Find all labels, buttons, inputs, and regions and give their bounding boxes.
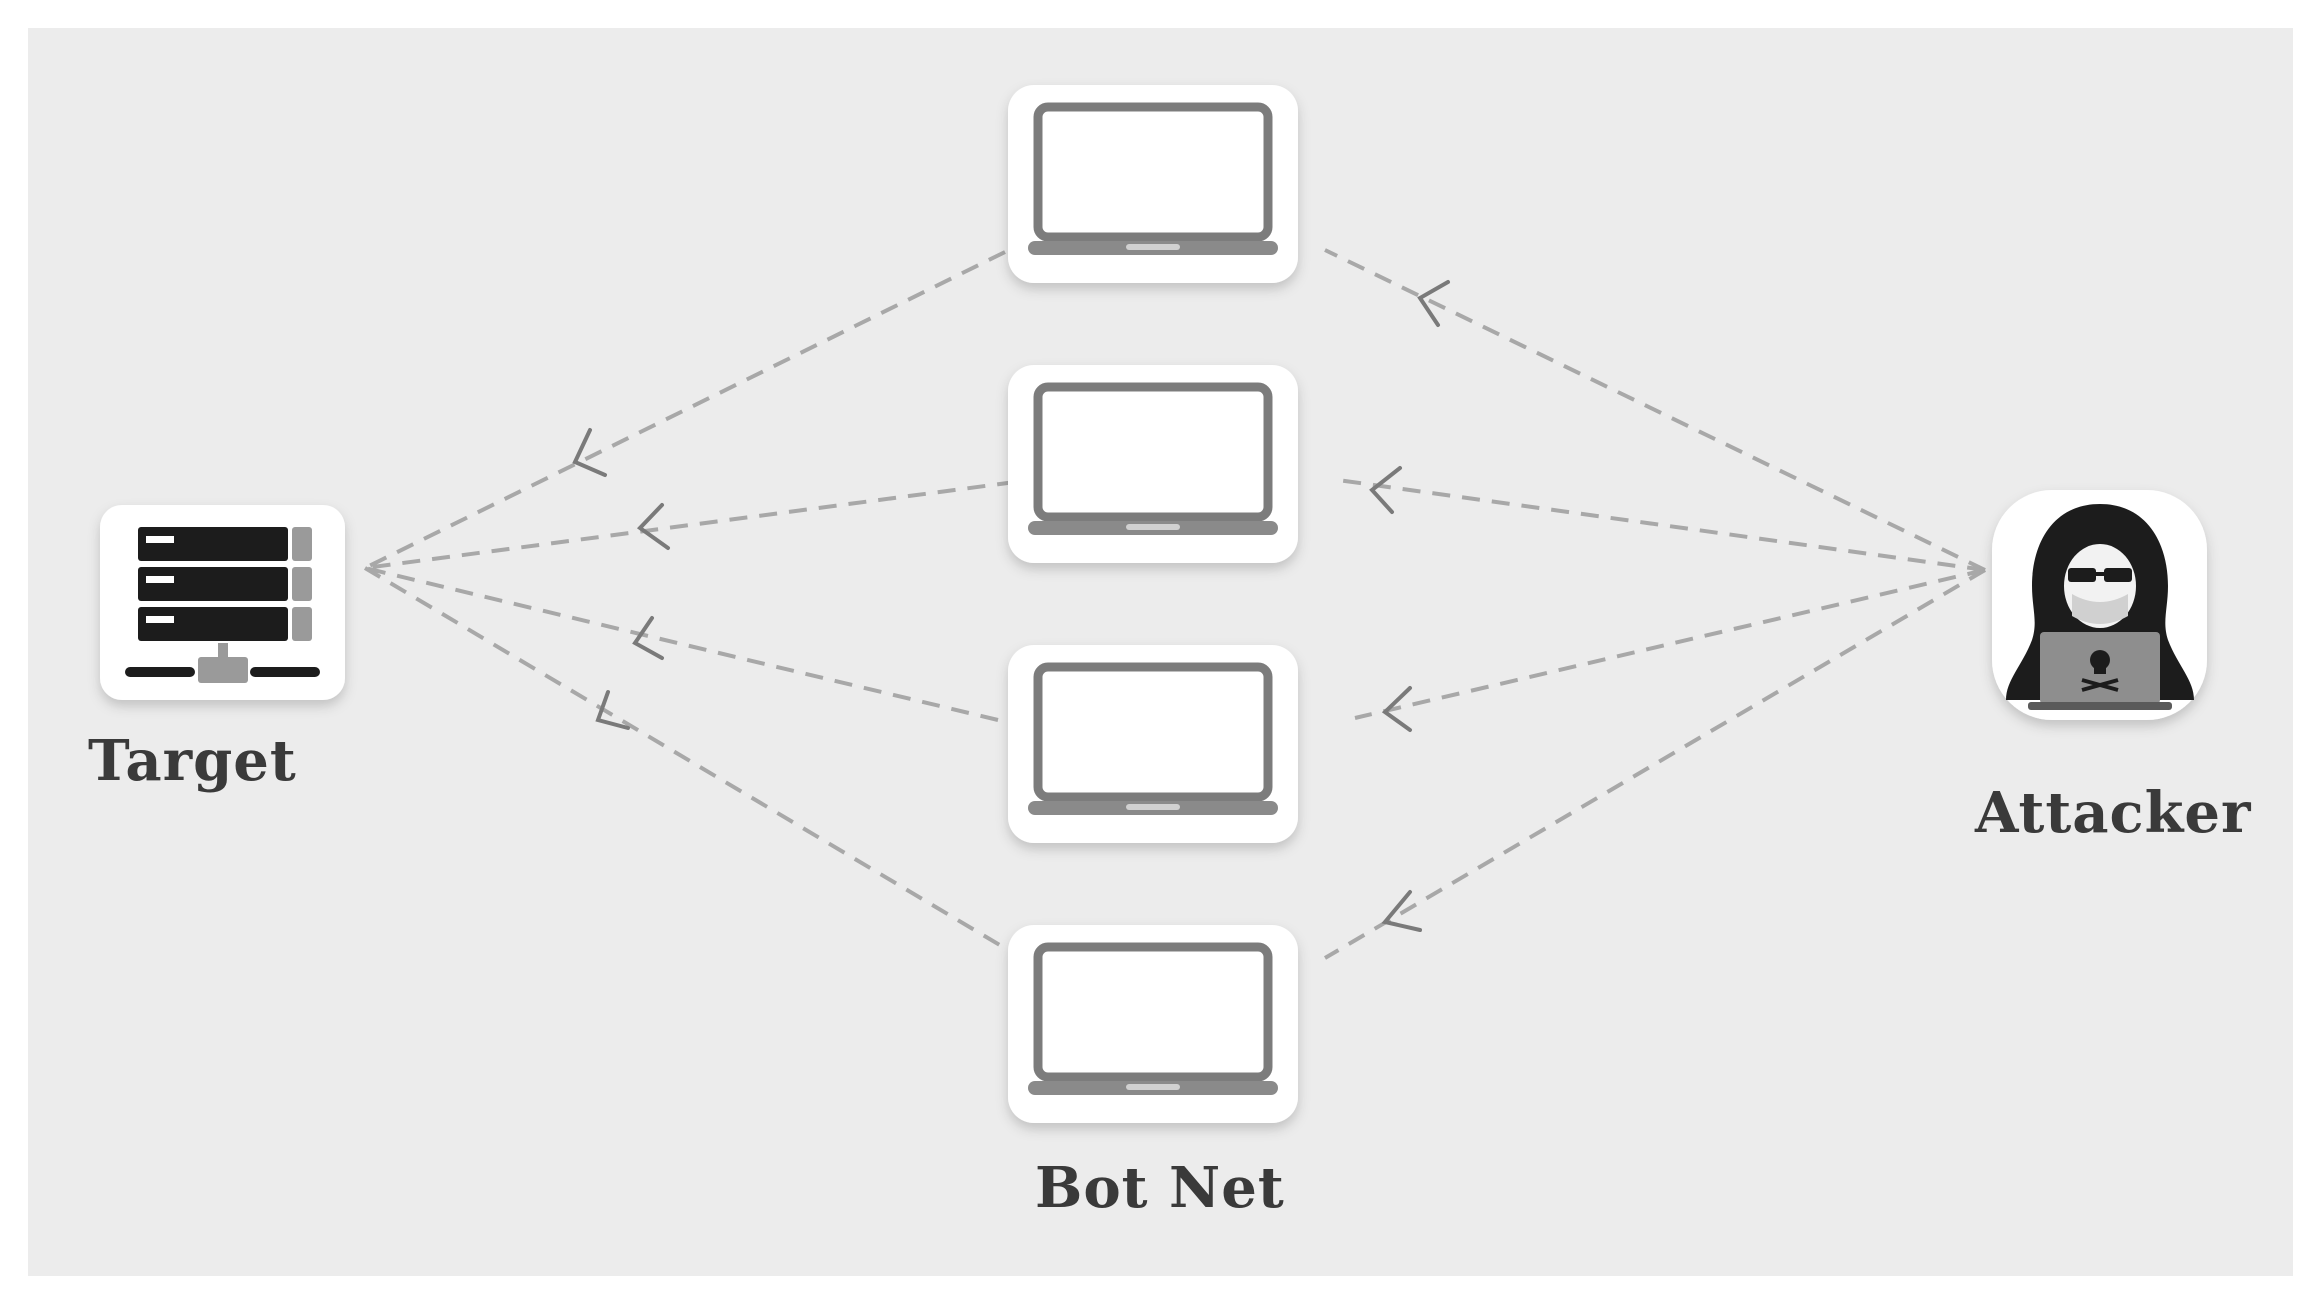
bot-to-target-edges	[363, 250, 1027, 962]
edge-bot-4-target	[363, 566, 1027, 962]
edge-attacker-bot-4	[1323, 568, 1987, 960]
laptop-icon	[1008, 925, 1298, 1123]
arrowhead-bot-3	[1381, 686, 1412, 732]
arrowhead-target-2	[636, 503, 670, 550]
target-label: Target	[88, 728, 297, 794]
server-icon	[100, 505, 345, 700]
attacker-label: Attacker	[1975, 780, 2252, 846]
arrowhead-bot-1	[1417, 280, 1450, 327]
arrowhead-bot-2	[1369, 466, 1402, 514]
bot-to-target-arrowheads	[572, 428, 670, 730]
attacker-to-bot-arrowheads	[1369, 280, 1450, 932]
laptop-icon	[1008, 365, 1298, 563]
edge-attacker-bot-2	[1337, 478, 1986, 572]
edge-bot-3-target	[364, 566, 999, 722]
edge-attacker-bot-1	[1324, 248, 1986, 572]
hooded-hacker-icon	[1992, 490, 2207, 720]
arrowhead-target-1	[572, 428, 607, 477]
botnet-label: Bot Net	[1035, 1155, 1285, 1221]
edge-bot-2-target	[364, 480, 1016, 570]
arrowhead-target-3	[632, 616, 664, 660]
arrowhead-bot-4	[1381, 890, 1422, 932]
arrowhead-target-4	[595, 690, 630, 730]
edge-attacker-bot-3	[1354, 568, 1986, 720]
laptop-icon	[1008, 85, 1298, 283]
attacker-to-bot-edges	[1323, 248, 1987, 960]
laptop-icon	[1008, 645, 1298, 843]
